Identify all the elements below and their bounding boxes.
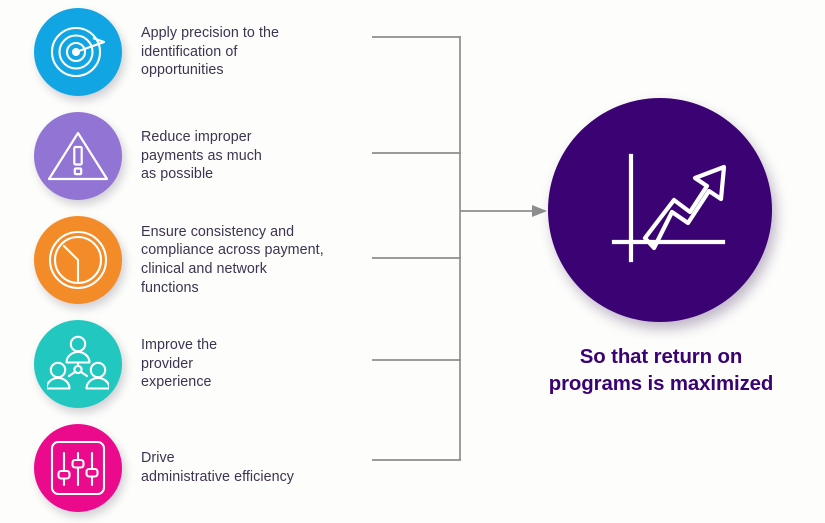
objective-row-provider-experience[interactable]: Improve the provider experience xyxy=(0,312,380,416)
objective-icon-circle-precision xyxy=(34,8,122,96)
objective-icon-circle-administrative-efficiency xyxy=(34,424,122,512)
outcome-arrow-head xyxy=(532,205,547,217)
outcome-icon-circle[interactable] xyxy=(548,98,772,322)
objective-label-administrative-efficiency: Drive administrative efficiency xyxy=(141,450,295,485)
objective-icon-circle-consistency xyxy=(34,216,122,304)
sliders-icon xyxy=(49,439,107,497)
objective-icon-circle-improper-payments xyxy=(34,112,122,200)
objective-row-consistency[interactable]: Ensure consistency and compliance across… xyxy=(0,208,380,312)
clock-icon xyxy=(46,228,110,292)
growth-arrow-chart-icon xyxy=(590,138,730,283)
objective-row-precision[interactable]: Apply precision to the identification of… xyxy=(0,0,380,104)
objective-label-precision: Apply precision to the identification of… xyxy=(141,25,280,79)
objective-label-consistency: Ensure consistency and compliance across… xyxy=(141,223,324,296)
objective-row-administrative-efficiency[interactable]: Drive administrative efficiency xyxy=(0,416,380,520)
objective-label-provider-experience: Improve the provider experience xyxy=(141,337,218,391)
objective-row-improper-payments[interactable]: Reduce improper payments as much as poss… xyxy=(0,104,380,208)
warning-triangle-icon xyxy=(46,127,110,185)
objective-label-improper-payments: Reduce improper payments as much as poss… xyxy=(141,129,262,183)
outcome-caption: So that return on programs is maximized xyxy=(548,346,774,395)
target-bullseye-icon xyxy=(47,21,109,83)
objective-icon-circle-provider-experience xyxy=(34,320,122,408)
people-group-icon xyxy=(47,335,109,393)
